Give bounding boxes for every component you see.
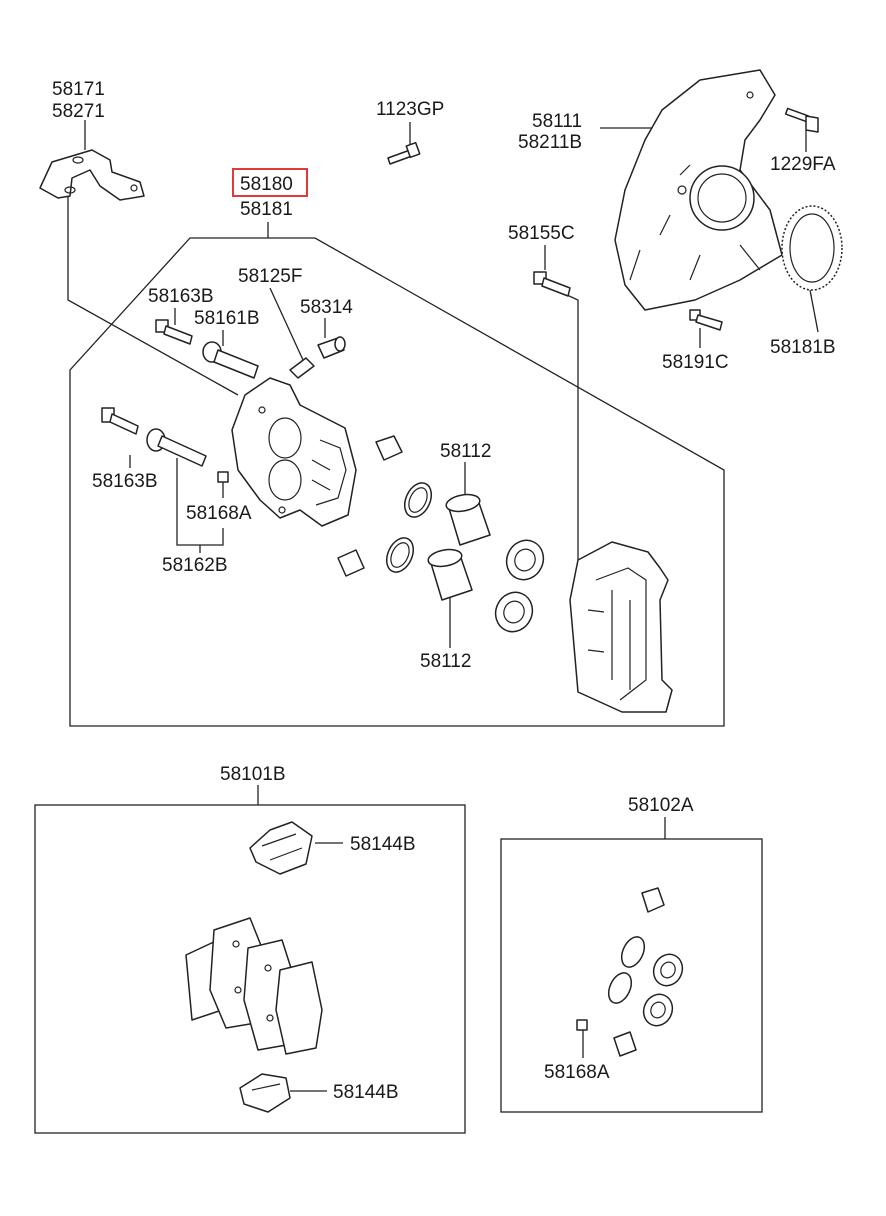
piston-top-part: [445, 493, 491, 546]
bolt-1123gp-part: [387, 141, 421, 165]
dust-shield-part: [614, 69, 783, 311]
piston-seal-top-part: [403, 482, 433, 518]
label-bolt-58161b[interactable]: 58161B: [194, 308, 260, 329]
label-bolt-58155c[interactable]: 58155C: [508, 223, 575, 244]
label-clip-top[interactable]: 58144B: [350, 834, 416, 855]
label-piston-top[interactable]: 58112: [440, 441, 491, 462]
bolt-58163b-top-part: [155, 319, 193, 345]
label-bolt-1229fa[interactable]: 1229FA: [770, 154, 836, 175]
bleeder-screw-part: [289, 357, 315, 379]
label-caliper-alt[interactable]: 58181: [240, 199, 293, 220]
label-bush-58168a[interactable]: 58168A: [186, 503, 252, 524]
label-bolt-58163b-top[interactable]: 58163B: [148, 286, 214, 307]
bolt-58155c-part: [533, 271, 571, 297]
pad-clip-bottom-part: [239, 1073, 291, 1113]
selected-part-highlight: [232, 168, 308, 197]
label-clip-bottom[interactable]: 58144B: [333, 1082, 399, 1103]
label-bracket-b[interactable]: 58271: [52, 101, 105, 122]
dust-seal-top-part: [505, 539, 545, 581]
bolt-58191c-part: [689, 309, 723, 331]
label-pad-kit[interactable]: 58101B: [220, 764, 286, 785]
label-cap[interactable]: 58314: [300, 297, 353, 318]
label-bolt-58191c[interactable]: 58191C: [662, 352, 729, 373]
piston-boot-top-part: [375, 435, 403, 461]
label-tone-ring[interactable]: 58181B: [770, 337, 836, 358]
carrier-bracket-part: [569, 541, 673, 713]
label-guide-set[interactable]: 58162B: [162, 555, 228, 576]
brake-pads-part: [185, 917, 323, 1055]
caliper-assembly-frame: [69, 222, 725, 727]
seal-kit-frame: [500, 838, 763, 1113]
label-shield-b[interactable]: 58211B: [518, 132, 582, 153]
caliper-body-part: [231, 377, 357, 527]
label-seal-kit[interactable]: 58102A: [628, 795, 694, 816]
pad-clip-top-part: [249, 821, 313, 875]
label-bleeder[interactable]: 58125F: [238, 266, 302, 287]
bolt-1229fa-part: [784, 107, 819, 133]
piston-seal-bottom-part: [385, 537, 415, 573]
bolt-58161b-part: [202, 341, 259, 379]
label-shield-a[interactable]: 58111: [532, 111, 582, 132]
leader-lines: [67, 120, 819, 1092]
piston-bottom-part: [427, 548, 473, 601]
bleeder-cap-part: [317, 336, 346, 359]
dust-seal-bottom-part: [494, 591, 534, 633]
piston-boot-bottom-part: [337, 549, 365, 577]
label-bracket-a[interactable]: 58171: [52, 79, 105, 100]
tone-ring-part: [781, 205, 843, 291]
guide-pin-part: [146, 428, 207, 467]
caliper-bracket-part: [39, 149, 145, 201]
label-piston-bottom[interactable]: 58112: [420, 651, 471, 672]
label-seal-kit-bush[interactable]: 58168A: [544, 1062, 610, 1083]
label-bolt-58163b-left[interactable]: 58163B: [92, 471, 158, 492]
bolt-58163b-left-part: [101, 407, 139, 435]
seal-kit-parts: [576, 887, 684, 1057]
label-bolt-1123gp[interactable]: 1123GP: [376, 99, 444, 120]
label-caliper-selected[interactable]: 58180: [240, 174, 293, 195]
bush-58168a-part: [217, 471, 229, 483]
pad-kit-frame: [34, 804, 466, 1134]
